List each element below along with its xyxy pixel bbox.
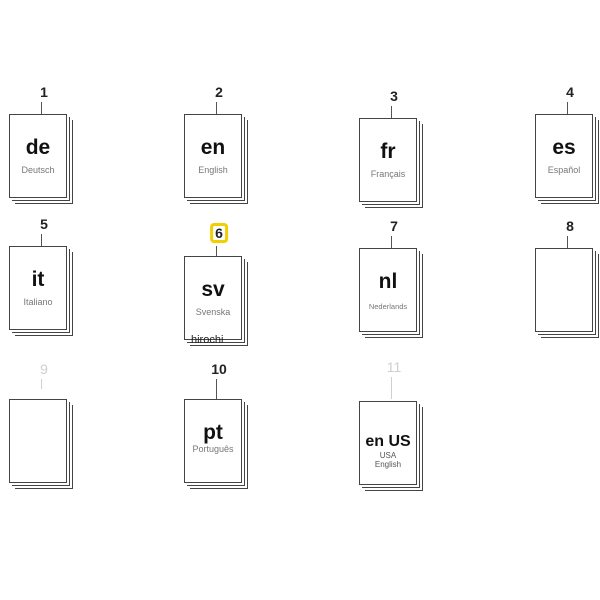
manual-book-icon: nl Nederlands (359, 248, 417, 332)
language-code: de (25, 136, 51, 159)
language-code: es (552, 136, 576, 159)
leader-line (41, 102, 42, 114)
item-number: 2 (215, 84, 223, 100)
language-name: Português (192, 444, 234, 454)
language-name: Deutsch (21, 165, 55, 175)
book-item-4[interactable]: 4 es Español (535, 84, 600, 198)
language-name: Svenska (195, 307, 231, 317)
book-item-7[interactable]: 7 nl Nederlands (359, 218, 429, 332)
leader-line (567, 102, 568, 114)
leader-line (216, 379, 217, 399)
manual-book-icon: es Español (535, 114, 593, 198)
language-name: Italiano (23, 297, 53, 307)
manual-book-icon: it Italiano (9, 246, 67, 330)
leader-line (391, 106, 392, 118)
language-code: pt (203, 421, 223, 444)
language-code: en (200, 136, 226, 159)
manual-book-blank-icon (535, 248, 593, 332)
manual-book-icon: pt Português (184, 399, 242, 483)
leader-line (216, 102, 217, 114)
language-name: Nederlands (368, 302, 408, 311)
book-item-2[interactable]: 2 en English (184, 84, 254, 198)
book-item-3[interactable]: 3 fr Français (359, 88, 429, 202)
language-name: English (374, 460, 402, 469)
book-item-11[interactable]: 11 en US USA English (359, 359, 429, 485)
language-name: Español (547, 165, 581, 175)
language-code: sv (201, 278, 225, 301)
book-item-5[interactable]: 5 it Italiano (9, 216, 79, 330)
book-item-10[interactable]: 10 pt Português (184, 361, 254, 483)
manual-book-blank-icon (9, 399, 67, 483)
item-number: 1 (40, 84, 48, 100)
leader-line (216, 246, 217, 256)
leader-line (567, 236, 568, 248)
language-code: nl (378, 270, 398, 293)
item-number: 8 (566, 218, 574, 234)
item-number: 3 (390, 88, 398, 104)
item-number: 5 (40, 216, 48, 232)
leader-line (391, 377, 392, 399)
manual-book-icon: sv Svenska (184, 256, 242, 340)
watermark-text: hirochi (191, 334, 224, 346)
manual-book-icon: en US USA English (359, 401, 417, 485)
book-item-6[interactable]: 6 sv Svenska (184, 223, 254, 340)
book-item-1[interactable]: 1 de Deutsch (9, 84, 79, 198)
language-code: it (31, 268, 45, 291)
item-number-highlighted: 6 (210, 223, 228, 243)
leader-line (41, 234, 42, 246)
item-number: 9 (40, 361, 48, 377)
leader-line (391, 236, 392, 248)
region-name: USA (379, 451, 397, 460)
manual-book-icon: fr Français (359, 118, 417, 202)
language-code: fr (380, 140, 396, 163)
item-number: 11 (386, 359, 402, 375)
book-item-9[interactable]: 9 (9, 361, 79, 483)
manual-book-icon: en English (184, 114, 242, 198)
leader-line (41, 379, 42, 389)
language-name: Français (370, 169, 406, 179)
language-code: en US (365, 433, 411, 450)
book-item-8[interactable]: 8 (535, 218, 600, 332)
manual-book-icon: de Deutsch (9, 114, 67, 198)
item-number: 7 (390, 218, 398, 234)
item-number: 10 (211, 361, 227, 377)
item-number: 4 (566, 84, 574, 100)
language-name: English (198, 165, 228, 175)
